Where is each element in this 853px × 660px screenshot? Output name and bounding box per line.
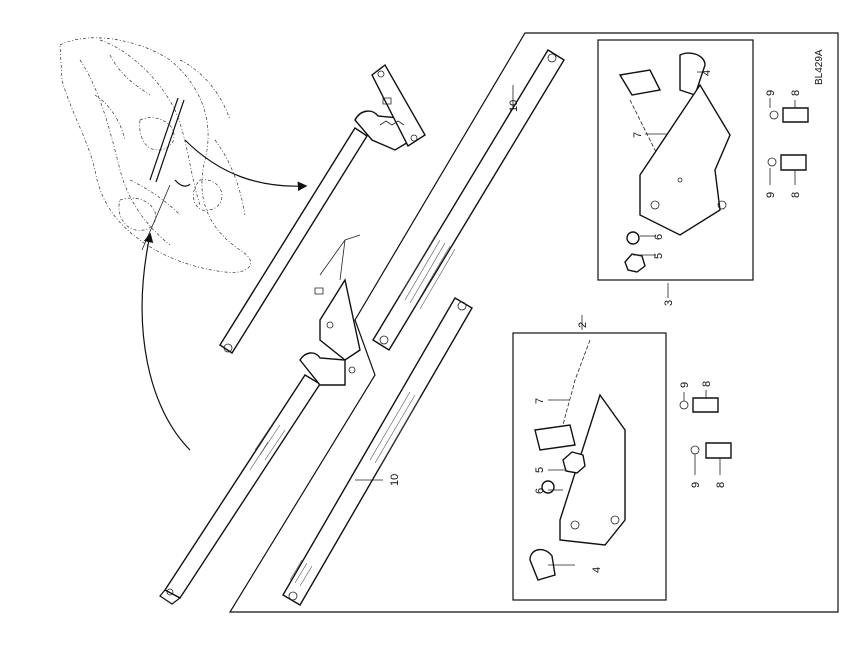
callout-9-d: 9 (690, 482, 702, 488)
callout-5-b: 5 (534, 467, 546, 473)
callout-10-b: 10 (389, 474, 401, 486)
callout-4-b: 4 (591, 567, 603, 573)
callout-8-a: 8 (790, 90, 802, 96)
callout-7-a: 7 (632, 132, 644, 138)
middle-stay-bar (372, 49, 565, 351)
callout-3: 3 (663, 300, 675, 306)
lower-stay-bar (282, 297, 473, 606)
callout-4-a: 4 (701, 70, 713, 76)
loose-fixings (679, 107, 809, 459)
assembly-frame (228, 32, 839, 613)
callout-8-d: 8 (715, 482, 727, 488)
callout-8-c: 8 (701, 381, 713, 387)
callout-9-a: 9 (765, 90, 777, 96)
callout-7-b: 7 (534, 398, 546, 404)
lower-assembled-stay (159, 278, 361, 605)
callout-10-a: 10 (508, 100, 520, 112)
upper-assembled-stay (219, 63, 426, 354)
callout-labels: BL429A 2 3 4 4 5 5 6 6 7 7 8 8 8 8 9 9 9… (389, 49, 825, 573)
callout-9-b: 9 (765, 192, 777, 198)
callout-2: 2 (577, 322, 589, 328)
kit-box-3 (597, 39, 754, 281)
tractor-sketch (59, 37, 308, 451)
leader-lines (355, 71, 796, 566)
callout-5-a: 5 (653, 253, 665, 259)
kit-box-2 (512, 332, 667, 601)
callout-9-c: 9 (679, 382, 691, 388)
callout-6-a: 6 (653, 234, 665, 240)
callout-8-b: 8 (790, 192, 802, 198)
ref-code-label: BL429A (814, 49, 825, 85)
callout-6-b: 6 (534, 488, 546, 494)
